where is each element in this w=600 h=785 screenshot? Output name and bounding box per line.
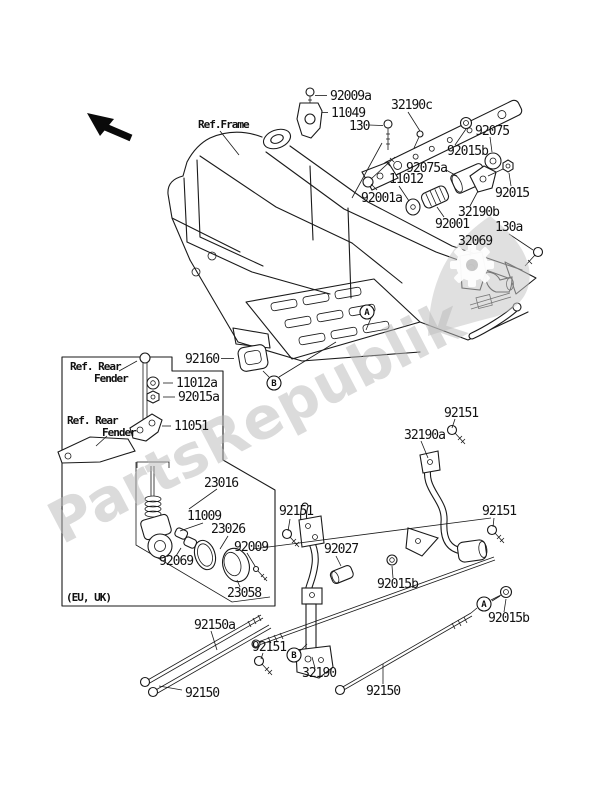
part-number-label: 92150	[185, 686, 219, 701]
part-number-label: 11012a	[176, 376, 217, 391]
gear-icon	[450, 243, 494, 287]
part-number-label: 92075a	[406, 161, 447, 176]
callout-b: B	[286, 647, 302, 663]
part-number-label: 130	[349, 119, 370, 134]
svg-text:A: A	[364, 308, 370, 318]
part-number-label: 92150a	[194, 618, 235, 633]
reference-label: Ref.Frame	[198, 118, 250, 131]
reference-label: Fender	[94, 372, 129, 385]
part-number-label: 92151	[482, 504, 516, 519]
part-number-label: 32190a	[404, 428, 445, 443]
part-number-label: 92027	[324, 542, 358, 557]
reference-label: Fender	[102, 426, 137, 439]
part-number-label: 32190b	[458, 205, 500, 220]
callout-a: A	[359, 304, 375, 320]
part-number-label: 11012	[389, 172, 423, 187]
reference-label: Ref. Rear	[67, 414, 119, 427]
part-number-label: 92009	[234, 540, 268, 555]
top-hardware-icons	[296, 87, 544, 293]
part-number-label: 23016	[204, 476, 238, 491]
lower-hardware-icons	[139, 344, 513, 698]
part-number-label: 32190	[302, 666, 336, 681]
part-number-label: 11009	[187, 509, 221, 524]
svg-text:B: B	[271, 379, 277, 389]
direction-arrow-icon	[87, 113, 133, 142]
part-number-label: 92001a	[361, 191, 402, 206]
part-number-label: 92015b	[488, 611, 530, 626]
part-number-label: 23026	[211, 522, 245, 537]
part-number-label: 32190c	[391, 98, 432, 113]
callout-a: A	[476, 596, 492, 612]
part-number-label: 92009a	[330, 89, 371, 104]
part-number-label: 92075	[475, 124, 509, 139]
part-number-label: 11049	[331, 106, 365, 121]
part-number-label: 32069	[458, 234, 492, 249]
part-number-label: 92001	[435, 217, 469, 232]
part-number-label: 92015b	[377, 577, 419, 592]
part-number-label: 23058	[227, 586, 261, 601]
part-number-label: 92150	[366, 684, 400, 699]
part-number-label: 92069	[159, 554, 193, 569]
part-number-label: 92160	[185, 352, 219, 367]
reference-label: Ref. Rear	[70, 360, 122, 373]
part-number-label: 92151	[252, 640, 286, 655]
part-number-label: 92015	[495, 186, 529, 201]
svg-text:B: B	[291, 651, 297, 661]
shock-assembly-icons	[57, 352, 268, 583]
floor-slats	[270, 286, 390, 346]
part-number-label: 92015a	[178, 390, 219, 405]
callout-b: B	[266, 375, 282, 391]
variant-boxes	[61, 356, 276, 607]
part-number-label: 11051	[174, 419, 208, 434]
reference-label: (EU, UK)	[66, 591, 111, 604]
part-number-label: 92151	[444, 406, 478, 421]
part-number-label: 92151	[279, 504, 313, 519]
svg-text:A: A	[481, 600, 487, 610]
part-number-label: 92015b	[447, 144, 489, 159]
part-number-label: 130a	[495, 220, 522, 235]
